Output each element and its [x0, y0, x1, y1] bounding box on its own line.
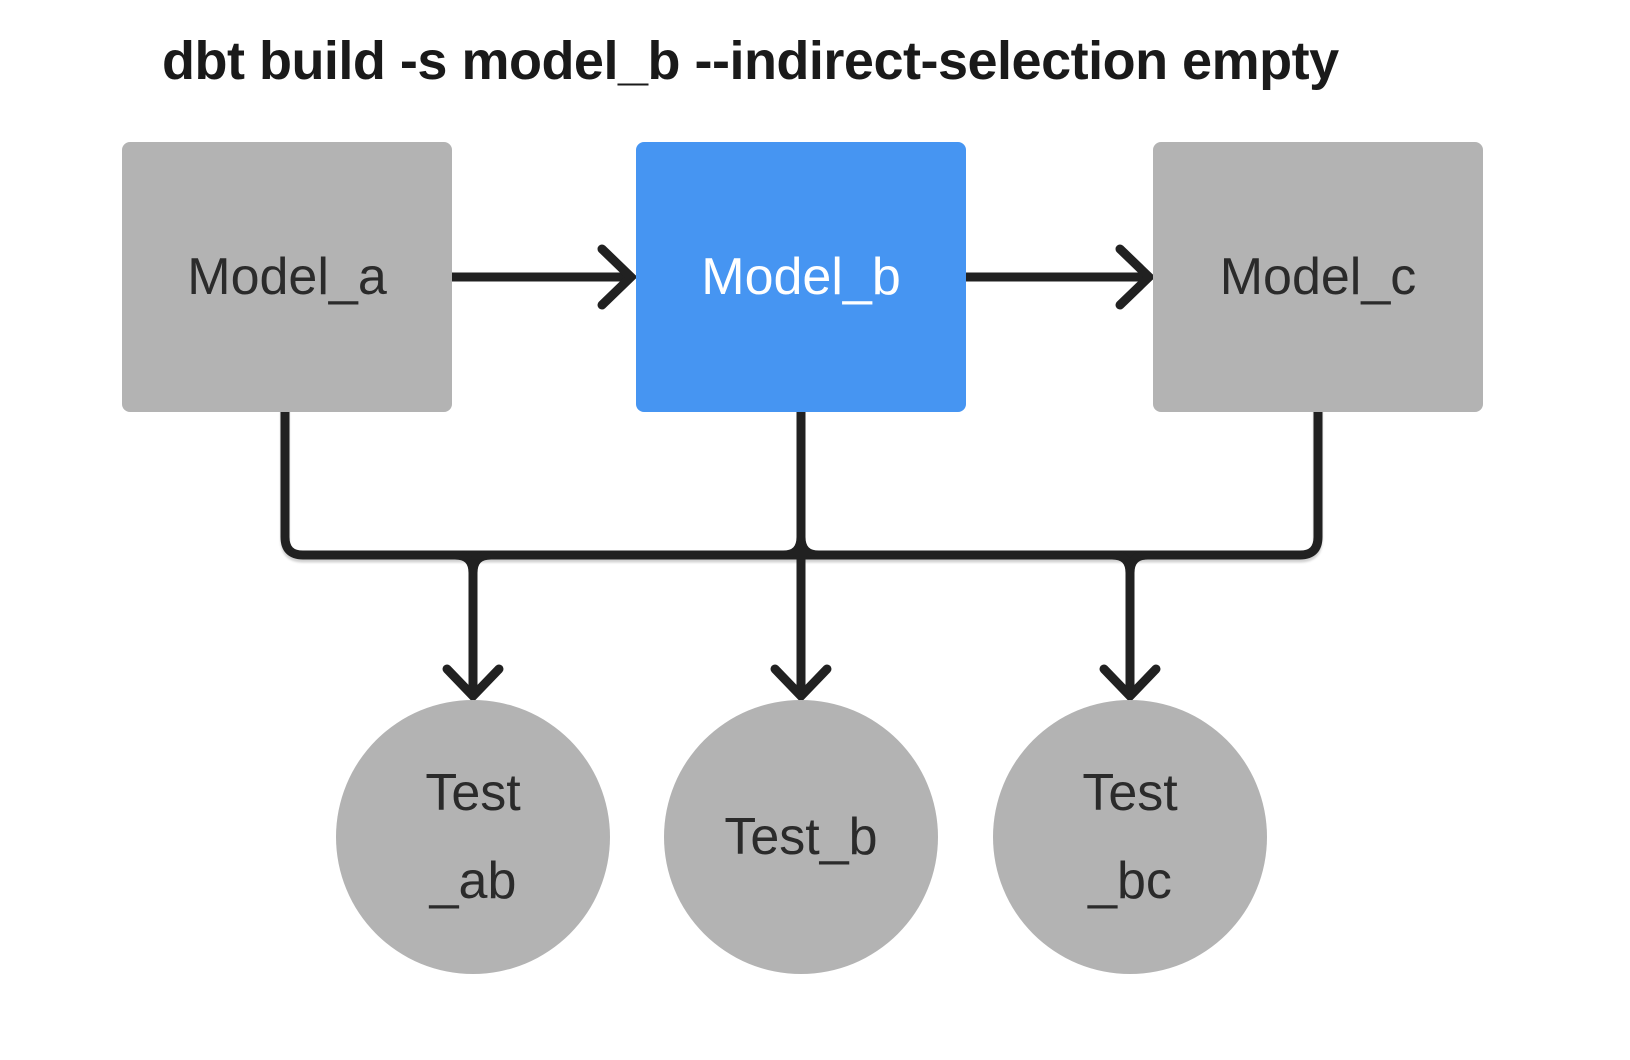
node-model-c-label: Model_c [1219, 248, 1417, 306]
node-test-b: Test_b [664, 700, 938, 974]
arrowhead-right-icon [597, 244, 638, 310]
node-test-bc-label-line2: _bc [1088, 852, 1172, 910]
node-model-b-label: Model_b [701, 248, 901, 306]
arrowhead-right-icon [1115, 244, 1156, 310]
node-test-bc: Test _bc [993, 700, 1267, 974]
node-model-a-label: Model_a [187, 248, 387, 306]
arrowhead-down-icon [442, 664, 504, 703]
diagram-title: dbt build -s model_b --indirect-selectio… [162, 31, 1339, 91]
node-model-b: Model_b [636, 142, 966, 412]
node-test-b-label-line1: Test_b [724, 808, 878, 866]
node-test-ab: Test _ab [336, 700, 610, 974]
node-model-c: Model_c [1153, 142, 1483, 412]
node-test-ab-label-line1: Test [425, 764, 521, 822]
node-test-ab-label-line2: _ab [429, 852, 517, 910]
arrowhead-down-icon [1099, 664, 1161, 703]
node-model-a: Model_a [122, 142, 452, 412]
node-test-bc-label-line1: Test [1082, 764, 1178, 822]
edge-branch-to-test-bc [1111, 550, 1149, 692]
edge-branch-to-test-ab [454, 550, 492, 692]
arrowhead-down-icon [770, 664, 832, 703]
